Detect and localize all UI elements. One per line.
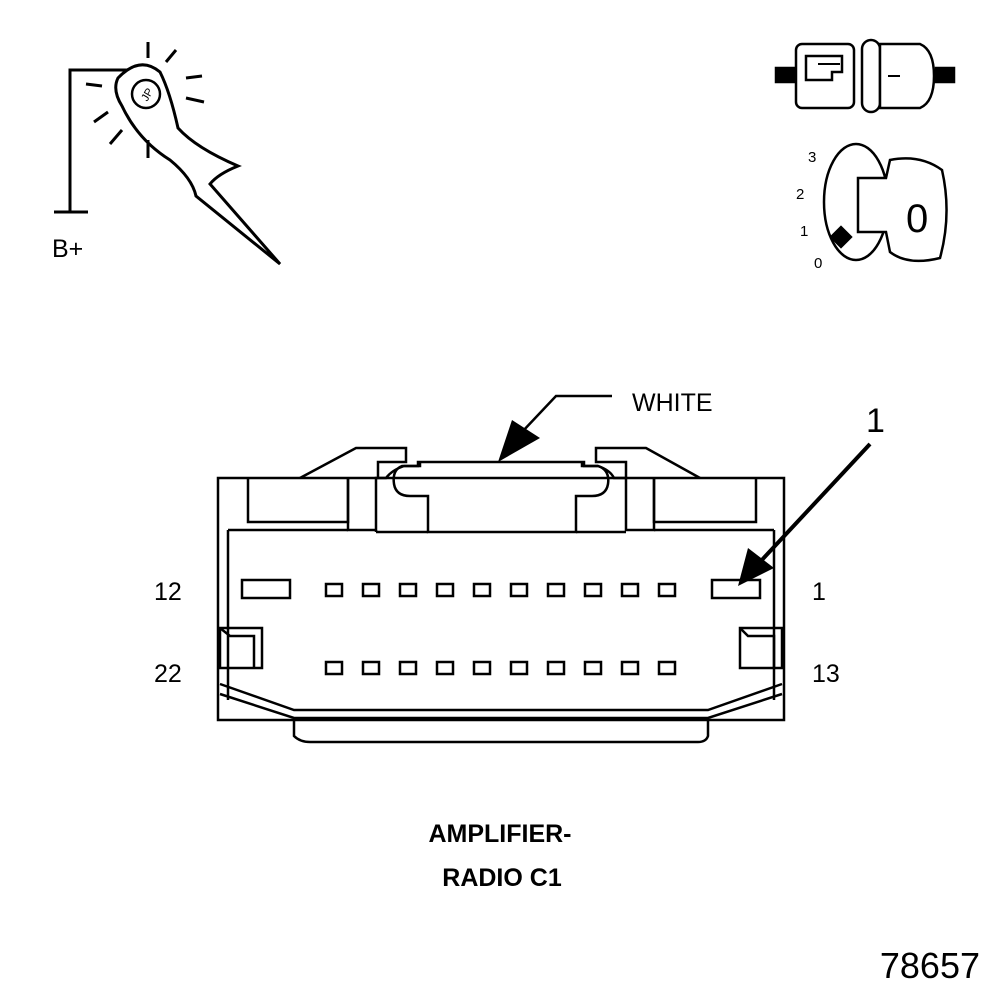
cavity-9: [398, 582, 418, 598]
connector-housing: [216, 476, 786, 722]
connector-skirt: [292, 720, 710, 744]
connector-key-right: [738, 626, 784, 670]
cavity-3: [620, 582, 640, 598]
ignition-position-3: 3: [808, 149, 816, 166]
cavity-21: [324, 660, 344, 676]
cavity-18: [435, 660, 455, 676]
cavity-11: [324, 582, 344, 598]
connector-face: [216, 446, 786, 744]
connector-color-label: WHITE: [632, 389, 713, 417]
connector-top-right-shoulder: [652, 478, 758, 524]
pin-label-13: 13: [812, 660, 840, 688]
cavity-7: [472, 582, 492, 598]
test-probe-icon: [54, 42, 282, 266]
connector-half-right: [878, 42, 936, 110]
connector-top-left-ramp: [299, 446, 408, 480]
connector-center-latch: [346, 460, 656, 532]
ignition-position-1: 1: [800, 223, 808, 240]
cavity-19: [398, 660, 418, 676]
pin-label-22: 22: [154, 660, 182, 688]
pin-label-12: 12: [154, 578, 182, 606]
ignition-position-0: 0: [814, 255, 822, 272]
wire-right: [934, 66, 956, 84]
cavity-5: [546, 582, 566, 598]
cavity-10: [361, 582, 381, 598]
ignition-key: [856, 157, 948, 263]
connector-title-line2: RADIO C1: [442, 864, 562, 892]
cavity-17: [472, 660, 492, 676]
connector-title-line1: AMPLIFIER-: [428, 820, 571, 848]
cavity-4: [583, 582, 603, 598]
probe-glow-rays: [85, 42, 205, 158]
wire-left: [774, 66, 800, 84]
probe-handle-line: [195, 195, 281, 265]
cavity-8: [435, 582, 455, 598]
ignition-switch-icon: [822, 142, 948, 263]
cavity-6: [509, 582, 529, 598]
cavity-12: [240, 578, 292, 600]
disconnect-connector-icon: [774, 38, 956, 114]
callout-arrow: [738, 442, 872, 586]
cavity-13b: [620, 660, 640, 676]
cavity-16: [509, 660, 529, 676]
cavity-1: [710, 578, 762, 600]
supply-wire: [68, 68, 130, 212]
cavity-13: [657, 660, 677, 676]
connector-latch: [804, 54, 844, 82]
pin-label-1: 1: [812, 578, 826, 606]
connector-top-left-shoulder: [246, 478, 350, 524]
ignition-position-2: 2: [796, 186, 804, 203]
ignition-marker: [829, 225, 853, 249]
cavity-20: [361, 660, 381, 676]
supply-label: B+: [52, 235, 83, 263]
connector-bottom-chamfer: [219, 682, 783, 712]
probe-logo-text: JP: [139, 86, 156, 103]
callout-number: 1: [866, 402, 885, 440]
connector-top-right-ramp: [594, 446, 701, 480]
connector-seal: [860, 38, 882, 114]
cavity-14: [583, 660, 603, 676]
connector-cavities: [240, 578, 762, 676]
connector-latch-tab: [392, 462, 610, 534]
connector-key-left: [218, 626, 264, 670]
cavity-15: [546, 660, 566, 676]
ignition-key-label: 0: [906, 197, 928, 241]
probe-body: [114, 63, 282, 266]
cavity-2: [657, 582, 677, 598]
white-leader-arrow: [498, 394, 612, 462]
probe-logo-circle: [130, 78, 162, 110]
figure-number: 78657: [880, 945, 980, 986]
